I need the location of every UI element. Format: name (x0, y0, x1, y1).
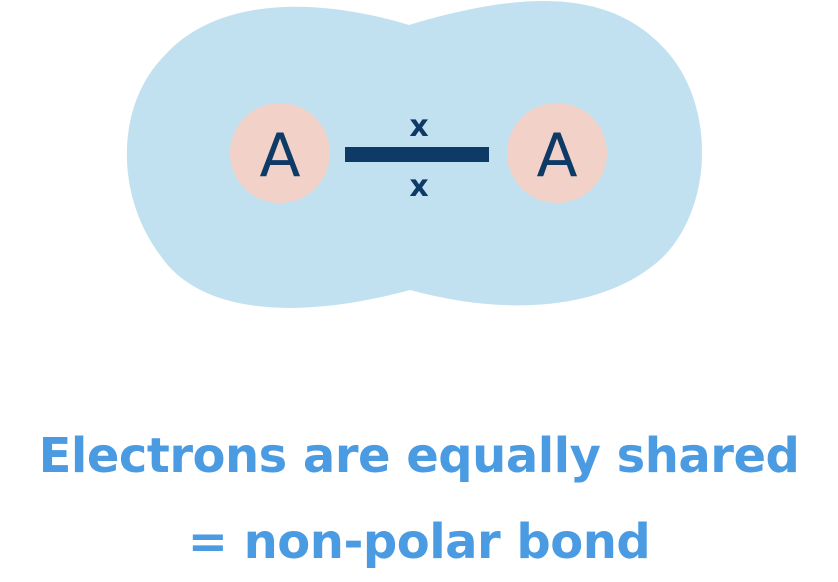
atom-right (507, 103, 607, 203)
shared-electron-bottom: x (409, 169, 428, 204)
atom-right-label: A (536, 121, 577, 191)
caption-line-1: Electrons are equally shared (38, 428, 800, 484)
atom-left (230, 103, 330, 203)
covalent-bond-line (345, 147, 489, 162)
nonpolar-bond-diagram: A A x x (126, 1, 703, 308)
caption-line-2: = non-polar bond (187, 514, 651, 570)
shared-electron-top: x (409, 109, 428, 144)
atom-left-label: A (259, 121, 300, 191)
